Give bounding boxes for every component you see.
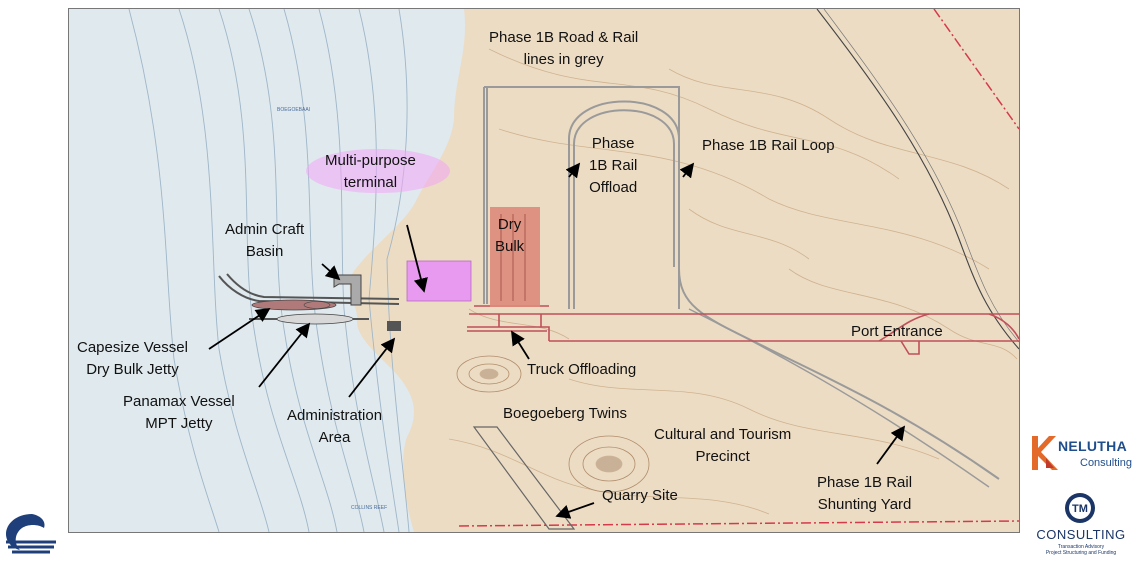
quarry-outline bbox=[472, 426, 576, 530]
arrow-admin-area bbox=[348, 337, 396, 398]
terrain-contours bbox=[448, 48, 1018, 515]
small-vessel bbox=[303, 301, 331, 309]
label-phase1b-road-rail: Phase 1B Road & Rail lines in grey bbox=[489, 29, 639, 68]
label-admin-craft-basin: Admin Craft Basin bbox=[225, 221, 305, 260]
label-boegoebaai: BOEGOEBAAI bbox=[277, 107, 311, 113]
arrow-quarry bbox=[555, 502, 595, 519]
site-plan-map: Phase 1B Road & Rail lines in grey Phase… bbox=[68, 8, 1020, 533]
label-truck-offloading: Truck Offloading bbox=[527, 361, 637, 378]
tm-sub1: Transaction Advisory bbox=[1057, 544, 1105, 550]
label-boegoeberg-twins: Boegoeberg Twins bbox=[503, 405, 627, 422]
port-authority-logo bbox=[2, 510, 60, 556]
label-quarry-site: Quarry Site bbox=[602, 487, 678, 504]
site-boundary bbox=[458, 9, 1019, 527]
label-administration-area: Administration Area bbox=[287, 407, 383, 446]
label-cultural-tourism: Cultural and Tourism Precinct bbox=[654, 426, 792, 465]
tm-badge-letters: TM bbox=[1072, 503, 1088, 515]
tm-consulting-logo: TM CONSULTING Transaction Advisory Proje… bbox=[1026, 490, 1136, 558]
external-rail-line bbox=[816, 9, 1019, 350]
phase1b-rail-loop bbox=[483, 86, 1000, 488]
arrow-rail-offload bbox=[565, 162, 581, 179]
arrow-shunting bbox=[876, 425, 906, 465]
arrow-admin-craft bbox=[321, 263, 341, 281]
label-dry-bulk: Dry Bulk bbox=[495, 216, 525, 255]
label-panamax-vessel: Panamax Vessel MPT Jetty bbox=[123, 393, 235, 432]
map-graphics bbox=[69, 9, 1019, 532]
dry-bulk-stockpiles bbox=[500, 214, 526, 301]
bathymetry-contours bbox=[128, 9, 410, 532]
label-port-entrance: Port Entrance bbox=[851, 323, 943, 340]
label-capesize-vessel: Capesize Vessel Dry Bulk Jetty bbox=[77, 339, 188, 378]
tm-badge-icon: TM bbox=[1065, 493, 1095, 523]
label-multi-purpose-terminal: Multi-purpose terminal bbox=[325, 152, 416, 191]
arrow-truck bbox=[511, 330, 530, 360]
arrow-panamax bbox=[258, 322, 311, 388]
arrow-rail-loop bbox=[679, 162, 695, 179]
boegoeberg-twins-hills bbox=[456, 355, 650, 493]
label-phase1b-rail-loop: Phase 1B Rail Loop bbox=[702, 137, 835, 154]
sea-area bbox=[69, 9, 466, 532]
nelutha-sub: Consulting bbox=[1080, 457, 1132, 469]
wave-logo-icon bbox=[6, 514, 56, 554]
nelutha-word: NELUTHA bbox=[1058, 438, 1127, 454]
callout-arrows bbox=[208, 162, 906, 519]
tm-sub2: Project Structuring and Funding bbox=[1045, 550, 1117, 556]
nelutha-mark-icon bbox=[1032, 436, 1058, 470]
label-collins-reef: COLLINS REEF bbox=[351, 505, 388, 511]
mpt-label-highlight bbox=[306, 149, 450, 193]
arrow-capesize bbox=[208, 308, 271, 350]
nelutha-logo: NELUTHA Consulting bbox=[1028, 430, 1136, 478]
label-phase1b-shunting: Phase 1B Rail Shunting Yard bbox=[817, 474, 913, 513]
dry-bulk-area bbox=[490, 207, 540, 307]
label-phase1b-rail-offload: Phase 1B Rail Offload bbox=[589, 135, 638, 196]
mpt-area bbox=[406, 260, 472, 302]
arrow-mpt bbox=[406, 224, 428, 293]
admin-building bbox=[387, 321, 401, 331]
tm-word: CONSULTING bbox=[1036, 527, 1126, 542]
panamax-vessel bbox=[276, 313, 354, 325]
